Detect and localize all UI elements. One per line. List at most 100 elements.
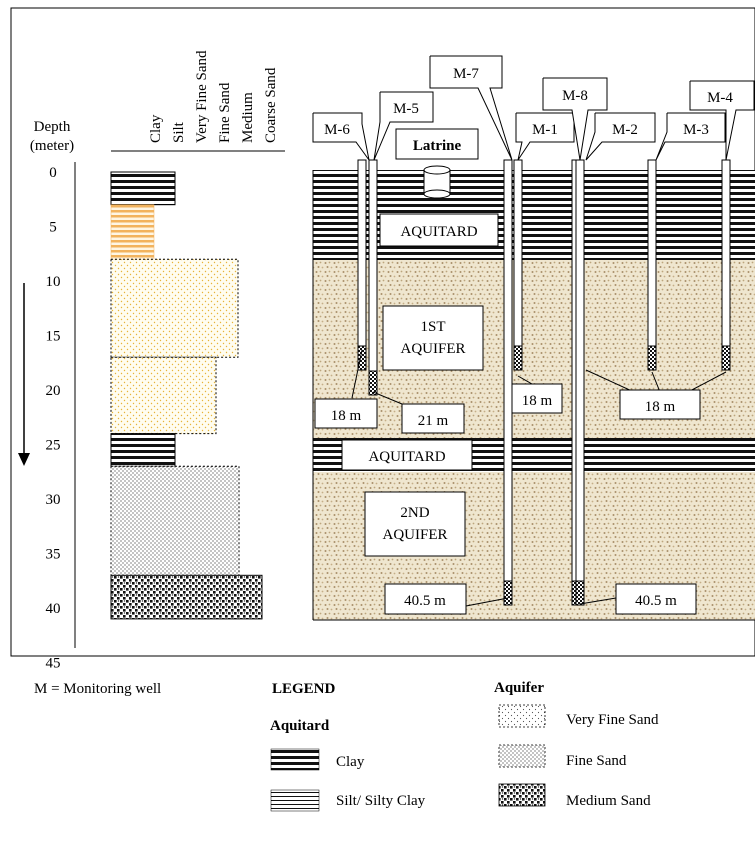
well-casing: [357, 159, 367, 347]
well-casing: [368, 159, 378, 372]
well-screen: [503, 580, 513, 606]
well-m-5: [368, 159, 378, 396]
well-casing: [721, 159, 731, 347]
grain-header-clay: Clay: [148, 114, 164, 143]
profile-layer-clay: [110, 433, 176, 467]
depth-tick-label: 15: [46, 329, 61, 345]
well-m-7: [503, 159, 513, 606]
callout-m3-label: M-3: [683, 122, 709, 138]
depth-arrow-head: [18, 453, 30, 466]
latrine-label: Latrine: [413, 138, 462, 154]
well-screen: [368, 370, 378, 396]
depth-label-18b-box: [511, 383, 563, 414]
legend-label-clay: Clay: [336, 754, 365, 770]
aquitard-upper-layer: [313, 170, 755, 260]
callout-m5-label: M-5: [393, 101, 419, 117]
callout-m5: [373, 91, 434, 161]
callout-m4-label: M-4: [707, 90, 733, 106]
grain-header-coarse-sand: Coarse Sand: [263, 67, 279, 143]
depth-tick-label: 25: [46, 438, 61, 454]
legend-aquitard-title: Aquitard: [270, 718, 330, 734]
legend-swatch-silt: [270, 789, 320, 812]
profile-layer-very-fine-sand: [110, 356, 217, 435]
depth-label-405b: 40.5 m: [635, 593, 677, 609]
aquitard-upper-label-box: [379, 213, 499, 247]
depth-label-405a-box: [384, 583, 467, 615]
aquifer-second-label-line2: AQUIFER: [382, 527, 447, 543]
legend-swatch-fine-sand: [498, 744, 546, 768]
depth-tick-label: 10: [46, 274, 61, 290]
depth-tick-label: 35: [46, 547, 61, 563]
depth-tick-label: 30: [46, 492, 61, 508]
depth-header-line1: Depth: [34, 119, 71, 135]
legend-swatch-medium-sand: [498, 783, 546, 807]
callout-m7: [429, 55, 513, 161]
well-screen: [357, 345, 367, 371]
grain-header-silt: Silt: [171, 121, 187, 143]
soil-profile-column: [110, 171, 263, 620]
aquifer-second-label-box: [364, 491, 466, 557]
callout-m6: [312, 112, 370, 161]
well-m-6: [357, 159, 367, 371]
legend-note: M = Monitoring well: [34, 681, 161, 697]
grain-header-fine-sand: Fine Sand: [217, 82, 233, 143]
aquitard-middle-label-box: [341, 439, 473, 471]
callout-m6-label: M-6: [324, 122, 350, 138]
well-casing: [575, 159, 585, 582]
depth-label-18a: 18 m: [331, 408, 362, 424]
callout-m2: [585, 112, 656, 161]
depth-label-18a-box: [314, 398, 378, 429]
depth-tick-label: 45: [46, 656, 61, 672]
legend-swatch-very-fine-sand: [498, 704, 546, 728]
depth-label-405b-box: [615, 583, 697, 615]
well-casing: [647, 159, 657, 347]
aquitard-middle-label: AQUITARD: [368, 449, 445, 465]
depth-tick-label: 0: [49, 165, 57, 181]
depth-label-18c-box: [619, 389, 701, 420]
profile-layer-silt: [110, 204, 155, 260]
well-casing: [513, 159, 523, 347]
callout-m8-label: M-8: [562, 88, 588, 104]
depth-label-21-box: [401, 403, 465, 434]
legend-label-medium-sand: Medium Sand: [566, 793, 651, 809]
legend: M = Monitoring well LEGEND Aquitard Aqui…: [34, 680, 659, 812]
monitoring-wells: [357, 159, 731, 606]
callout-m4: [689, 80, 755, 161]
well-screen: [575, 580, 585, 606]
aquitard-upper-label: AQUITARD: [400, 224, 477, 240]
legend-label-fine-sand: Fine Sand: [566, 753, 627, 769]
depth-tick-label: 20: [46, 383, 61, 399]
profile-layer-medium-sand: [110, 574, 263, 620]
depth-label-18c: 18 m: [645, 399, 676, 415]
aquifer-first-label-box: [382, 305, 484, 371]
grain-header-very-fine-sand: Very Fine Sand: [194, 50, 210, 143]
depth-label-18b: 18 m: [522, 393, 553, 409]
aquifer-second-label-line1: 2ND: [400, 505, 429, 521]
depth-header-line2: (meter): [30, 138, 74, 154]
well-m-2: [575, 159, 585, 606]
profile-layer-clay: [110, 171, 176, 206]
well-callouts: M-6 M-5 M-7 M-1 M-8 M-2 M-3 M-4: [312, 55, 755, 161]
depth-label-405a: 40.5 m: [404, 593, 446, 609]
profile-layer-very-fine-sand: [110, 258, 239, 358]
legend-swatch-clay: [270, 748, 320, 771]
cross-section: AQUITARD 1ST AQUIFER AQUITARD 2ND AQUIFE…: [312, 128, 755, 621]
callout-m3: [655, 112, 726, 161]
legend-label-silt: Silt/ Silty Clay: [336, 793, 426, 809]
latrine-label-box: [395, 128, 479, 160]
well-m-4: [721, 159, 731, 371]
grain-size-headers: Clay Silt Very Fine Sand Fine Sand Mediu…: [148, 50, 279, 143]
latrine-icon: [423, 165, 451, 199]
callout-m8: [542, 77, 608, 161]
aquifer-first-label-line1: 1ST: [420, 319, 445, 335]
legend-aquifer-title: Aquifer: [494, 680, 544, 696]
well-screen: [513, 345, 523, 371]
screen-depth-callouts: 18 m 21 m 18 m 18 m 40.5 m 40.5 m: [314, 349, 727, 615]
depth-label-21: 21 m: [418, 413, 449, 429]
grain-header-medium: Medium: [240, 92, 256, 143]
legend-title: LEGEND: [272, 681, 336, 697]
well-screen: [721, 345, 731, 371]
depth-tick-label: 5: [49, 220, 57, 236]
figure-frame: [10, 7, 755, 657]
